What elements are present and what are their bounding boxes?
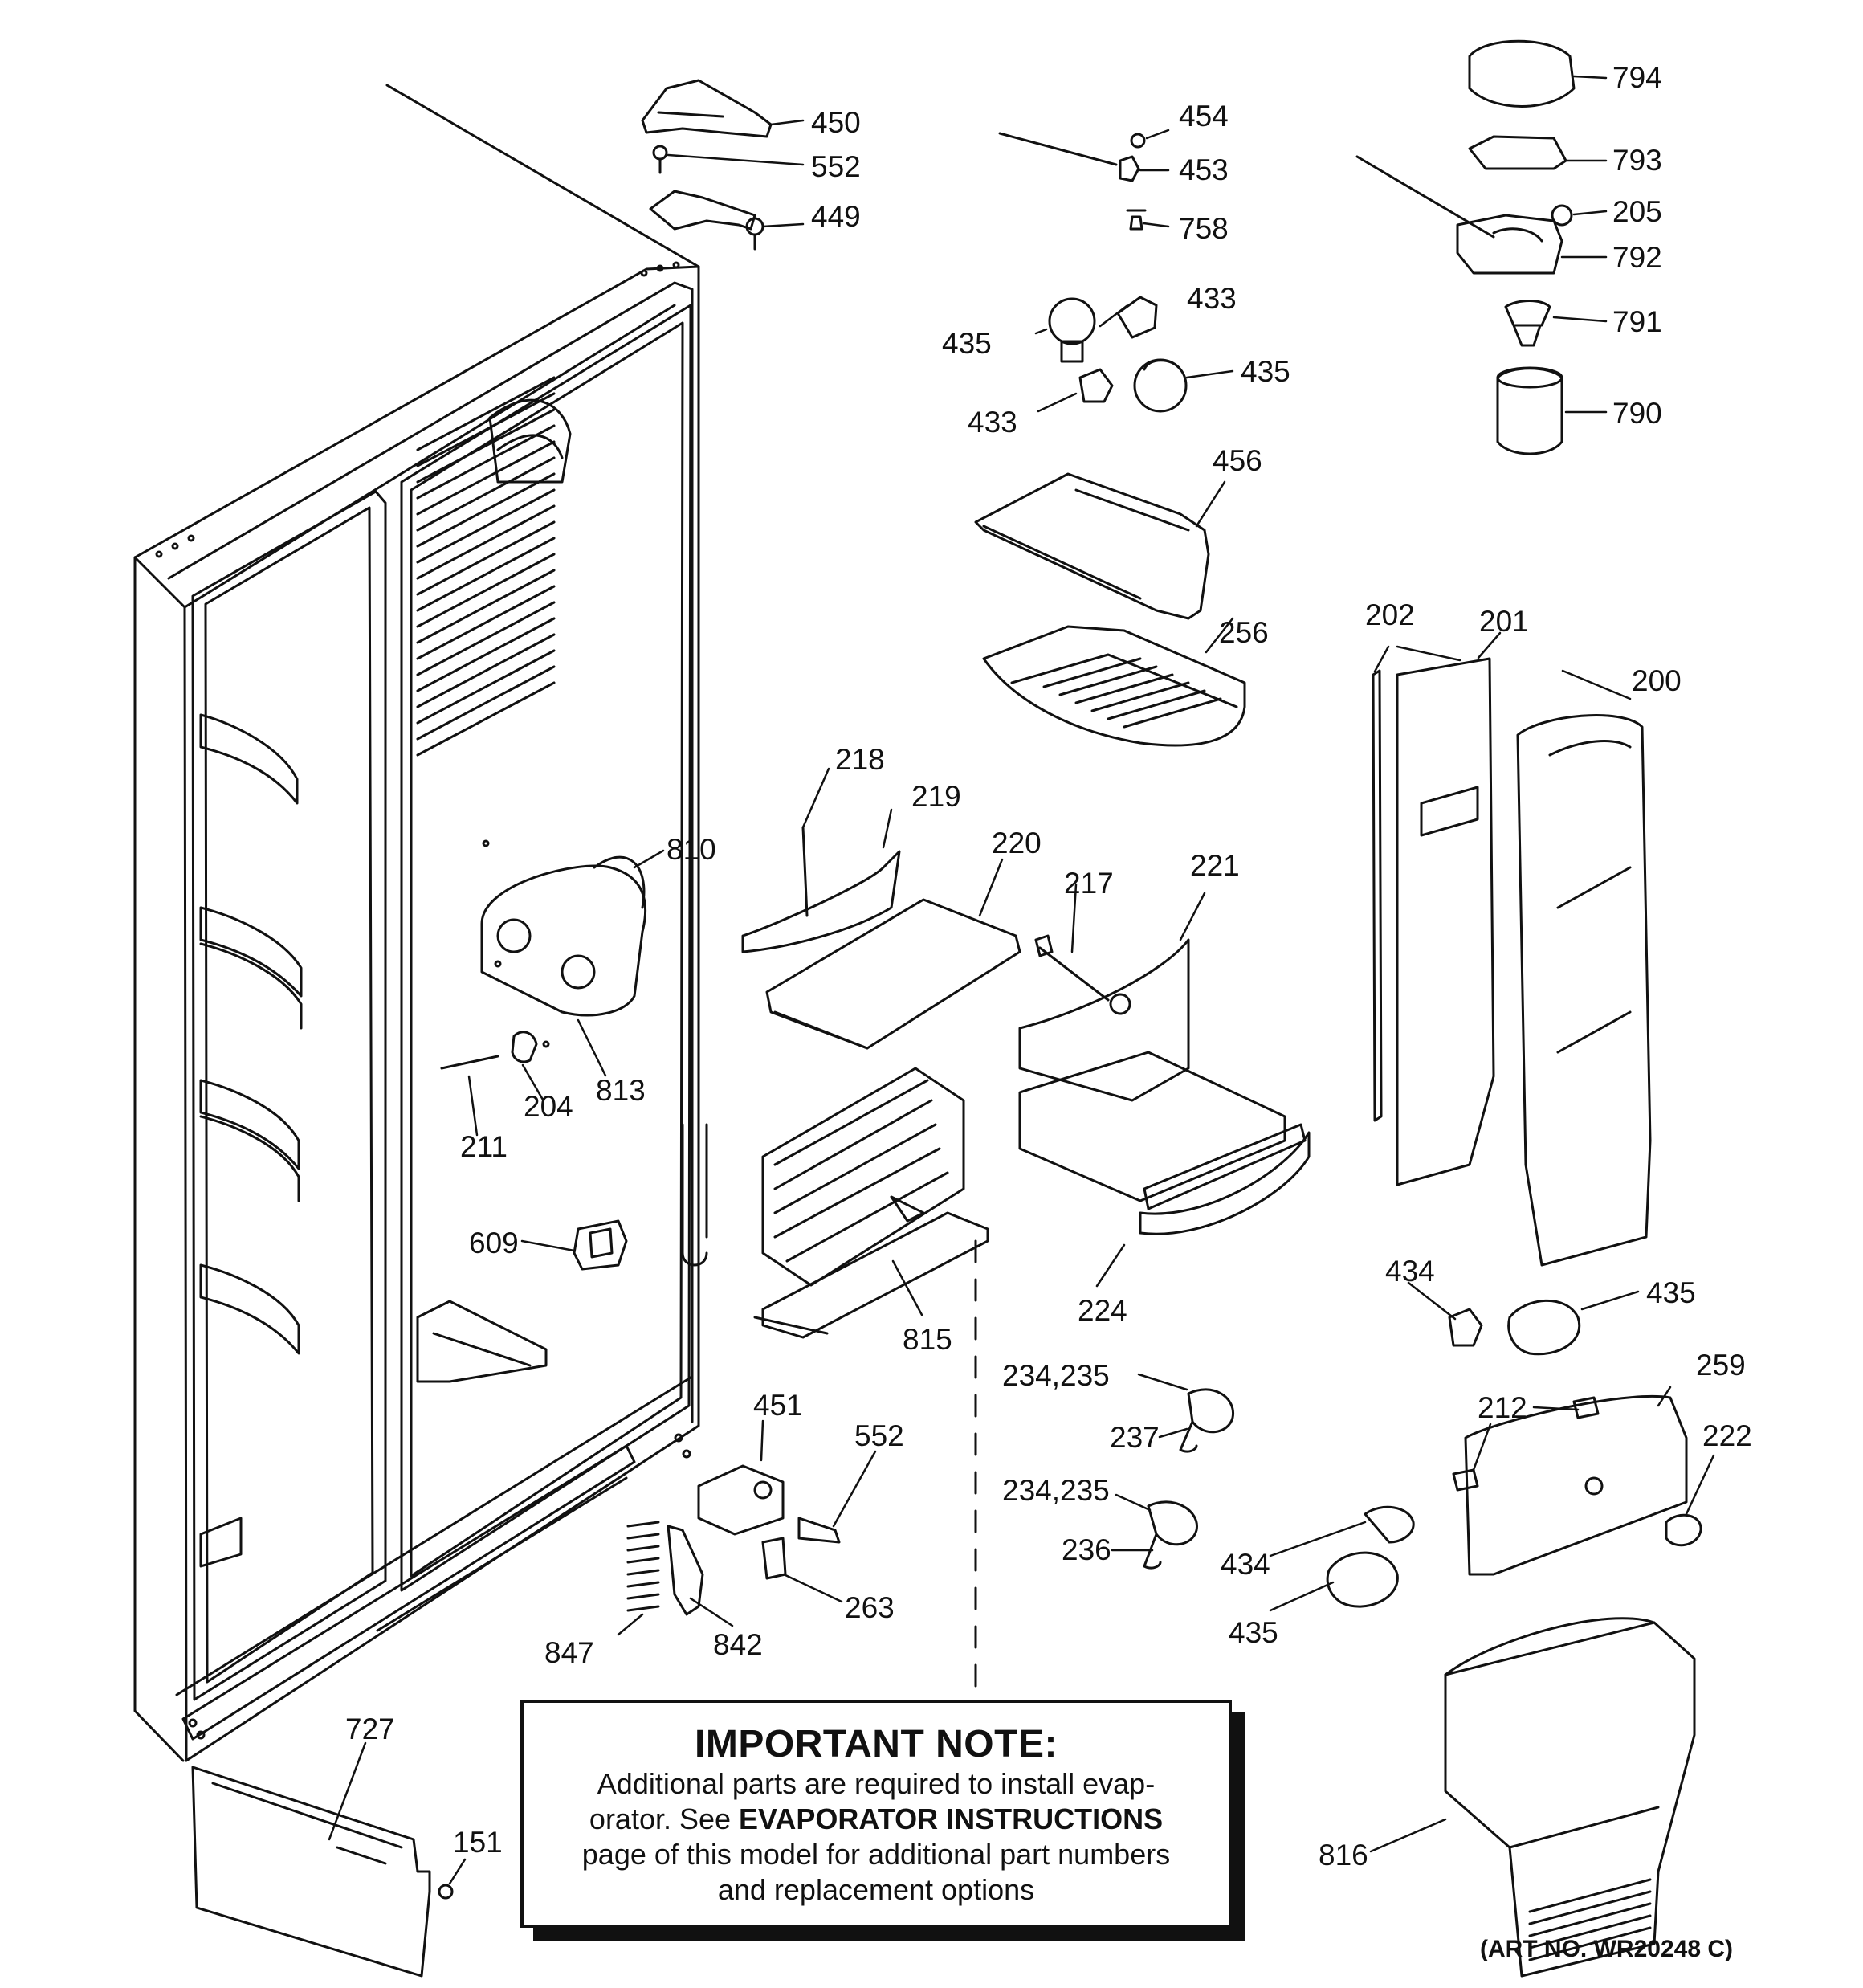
callout-847: 847 — [544, 1636, 594, 1669]
callout-816: 816 — [1319, 1839, 1368, 1872]
callout-435: 435 — [1241, 355, 1290, 388]
callout-234-235: 234,235 — [1002, 1359, 1110, 1392]
callout-204: 204 — [524, 1090, 573, 1123]
note-line-1: Additional parts are required to install… — [597, 1767, 1156, 1800]
callout-435: 435 — [1229, 1616, 1278, 1649]
callout-219: 219 — [911, 780, 961, 813]
top-hinge-parts — [641, 79, 773, 251]
callout-758: 758 — [1179, 212, 1229, 245]
callout-259: 259 — [1696, 1349, 1746, 1382]
callout-435: 435 — [1646, 1276, 1696, 1309]
fan-motor-parts — [440, 855, 647, 1271]
callout-217: 217 — [1064, 867, 1114, 900]
callout-212: 212 — [1478, 1391, 1527, 1424]
callout-791: 791 — [1612, 305, 1662, 338]
note-line-2-text: orator. See — [589, 1802, 740, 1835]
callout-727: 727 — [345, 1712, 395, 1745]
callout-433: 433 — [1187, 282, 1237, 315]
callout-552: 552 — [854, 1419, 904, 1452]
note-line-2: orator. See EVAPORATOR INSTRUCTIONS — [524, 1802, 1229, 1837]
evaporator — [681, 1067, 989, 1339]
callout-434: 434 — [1221, 1548, 1270, 1581]
callout-794: 794 — [1612, 61, 1662, 94]
callout-237: 237 — [1110, 1421, 1160, 1454]
dispenser-parts — [1355, 39, 1576, 455]
callout-456: 456 — [1213, 444, 1262, 477]
lower-hinge-parts — [626, 1464, 841, 1616]
note-line-2-bold: EVAPORATOR INSTRUCTIONS — [739, 1802, 1164, 1835]
evaporator-cover — [1444, 1617, 1696, 1978]
art-number: (ART NO. WR20248 C) — [1479, 1936, 1733, 1962]
callout-236: 236 — [1062, 1533, 1111, 1566]
callout-454: 454 — [1179, 100, 1229, 133]
callout-labels: 450 552 449 454 453 758 433 435 433 435 … — [345, 61, 1752, 1872]
callout-790: 790 — [1612, 397, 1662, 430]
callout-815: 815 — [903, 1323, 952, 1356]
callout-200: 200 — [1632, 664, 1682, 697]
callout-201: 201 — [1479, 605, 1529, 638]
light-socket-assembly — [998, 132, 1188, 413]
callout-205: 205 — [1612, 195, 1662, 228]
callout-263: 263 — [845, 1591, 895, 1624]
freezer-door-covers — [1372, 657, 1652, 1267]
callout-450: 450 — [811, 106, 861, 139]
callout-813: 813 — [596, 1074, 646, 1107]
callout-842: 842 — [713, 1628, 763, 1661]
callout-433: 433 — [968, 406, 1017, 439]
retainer-clips — [1143, 1388, 1234, 1570]
callout-224: 224 — [1078, 1294, 1127, 1327]
callout-810: 810 — [667, 833, 716, 866]
callout-221: 221 — [1190, 849, 1240, 882]
callout-202: 202 — [1365, 598, 1415, 631]
callout-234-235: 234,235 — [1002, 1474, 1110, 1507]
callout-451: 451 — [753, 1389, 803, 1422]
callout-792: 792 — [1612, 241, 1662, 274]
callout-434: 434 — [1385, 1255, 1435, 1288]
note-line-4: and replacement options — [717, 1873, 1035, 1906]
grille-and-bin — [974, 472, 1246, 747]
callout-449: 449 — [811, 200, 861, 233]
callout-435: 435 — [942, 327, 992, 360]
important-note-box: IMPORTANT NOTE: Additional parts are req… — [520, 1700, 1232, 1928]
callout-609: 609 — [469, 1227, 519, 1259]
callout-211: 211 — [460, 1130, 508, 1163]
ice-bucket-parts — [741, 826, 1311, 1235]
callout-218: 218 — [835, 743, 885, 776]
callout-256: 256 — [1219, 616, 1269, 649]
cabinet-drawing — [133, 84, 700, 1762]
right-light-parts — [1326, 1299, 1702, 1608]
callout-793: 793 — [1612, 144, 1662, 177]
note-title: IMPORTANT NOTE: — [695, 1723, 1058, 1766]
leader-lines — [328, 75, 1715, 1885]
callout-453: 453 — [1179, 153, 1229, 186]
callout-220: 220 — [992, 827, 1042, 859]
kickplate — [191, 1766, 454, 1978]
callout-151: 151 — [453, 1826, 503, 1859]
callout-552: 552 — [811, 150, 861, 183]
note-line-3: page of this model for additional part n… — [581, 1838, 1171, 1871]
callout-222: 222 — [1702, 1419, 1752, 1452]
